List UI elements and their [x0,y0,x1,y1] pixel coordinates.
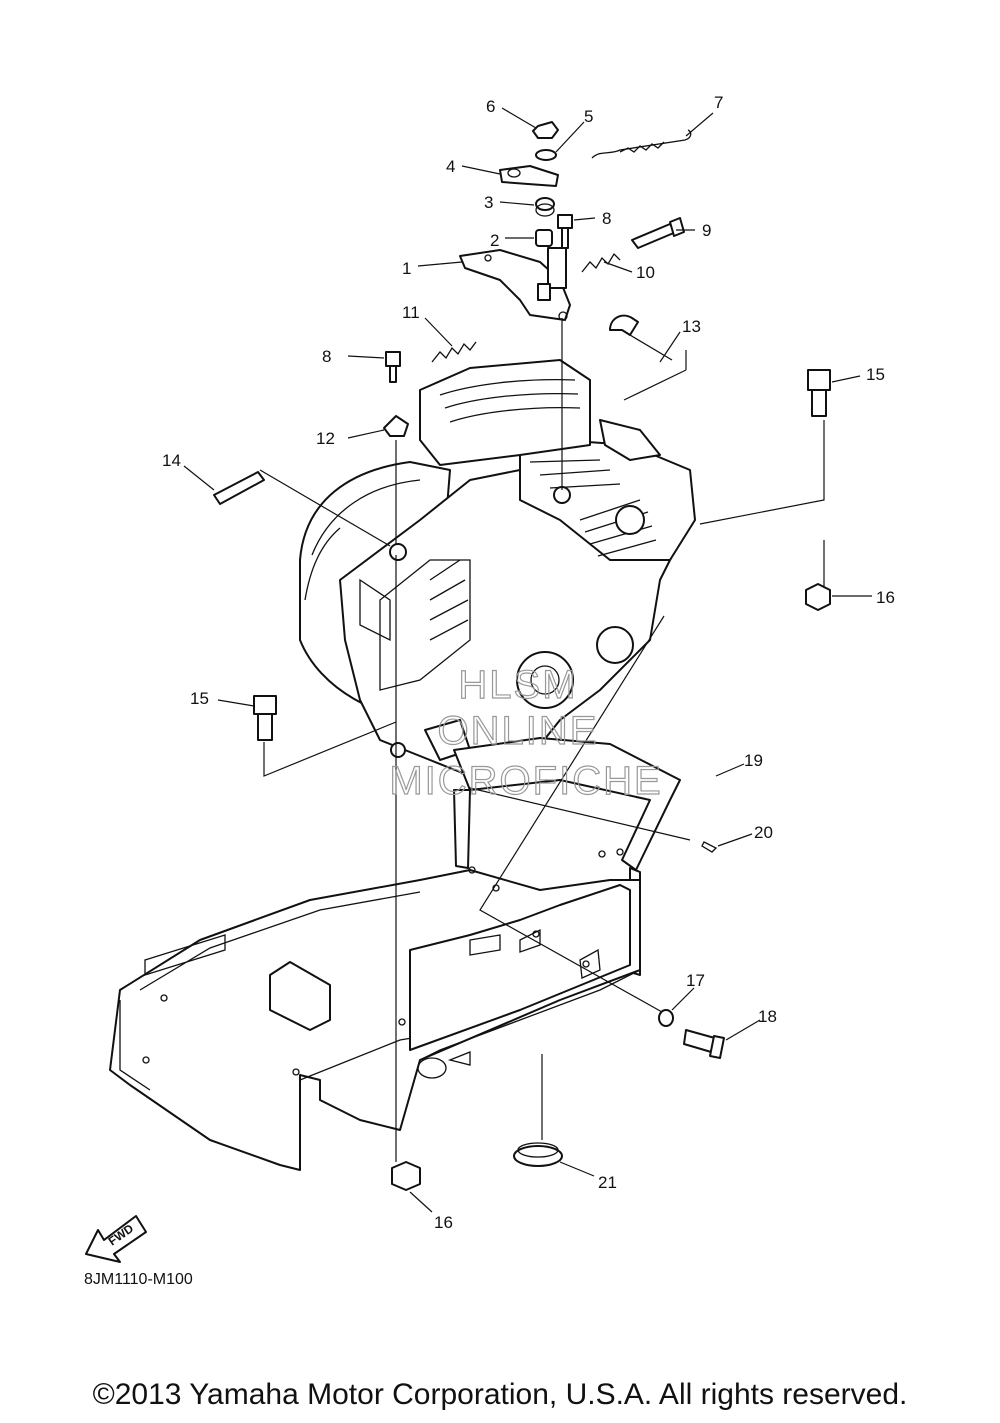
callout-17: 17 [686,971,705,990]
fwd-arrow-icon: FWD [85,1215,147,1263]
callout-15-right: 15 [866,365,885,384]
callout-2: 2 [490,231,499,250]
watermark-line-1: HLSM [458,663,577,707]
callout-14: 14 [162,451,181,470]
callout-18: 18 [758,1007,777,1026]
callout-7: 7 [714,93,723,112]
callout-20: 20 [754,823,773,842]
callout-16-right: 16 [876,588,895,607]
callout-19: 19 [744,751,763,770]
callout-6: 6 [486,97,495,116]
callout-15-left: 15 [190,689,209,708]
callout-5: 5 [584,107,593,126]
callout-8-left: 8 [322,347,331,366]
callout-13: 13 [682,317,701,336]
fasteners [253,369,831,1191]
copyright-notice: ©2013 Yamaha Motor Corporation, U.S.A. A… [92,1378,908,1411]
callout-12: 12 [316,429,335,448]
callout-4: 4 [446,157,455,176]
callout-8-upper: 8 [602,209,611,228]
callout-21: 21 [598,1173,617,1192]
callout-3: 3 [484,193,493,212]
watermark-line-3: MICROFICHE [389,759,662,803]
callout-9: 9 [702,221,711,240]
diagram-code: 8JM1110-M100 [84,1271,193,1288]
callout-11: 11 [402,303,420,322]
leader-lines [183,107,872,1213]
bracket-parts [213,121,692,505]
watermark: HLSM ONLINE MICROFICHE [389,662,662,803]
callout-labels: 6 5 4 3 2 1 7 8 9 10 11 8 12 13 14 15 16… [162,93,895,1232]
callout-1: 1 [402,259,411,278]
engine-assembly [299,359,696,781]
watermark-line-2: ONLINE [438,709,599,753]
callout-10: 10 [636,263,655,282]
guard-panel [109,737,681,1171]
callout-16-bottom: 16 [434,1213,453,1232]
